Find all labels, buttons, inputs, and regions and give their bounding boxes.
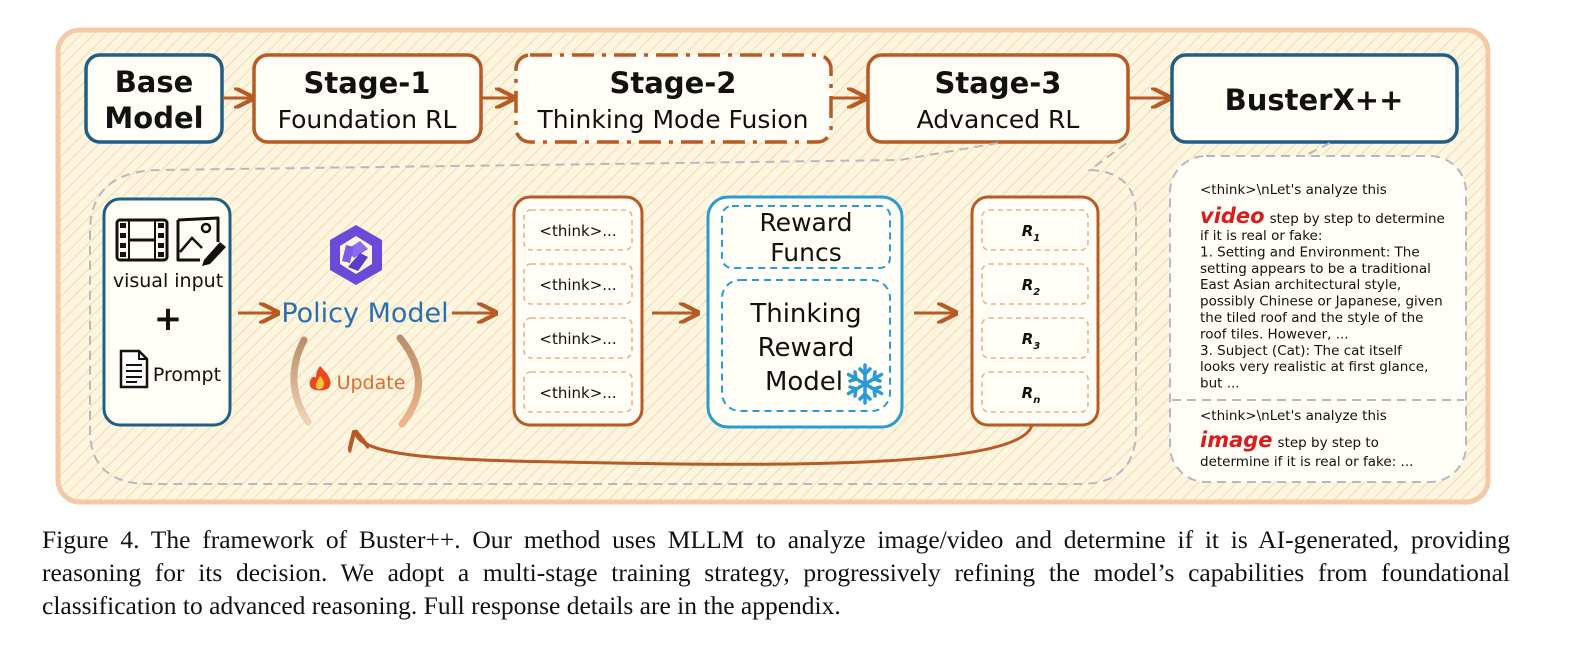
video-response-lead: video step by step to determine	[1200, 204, 1445, 228]
rollout-text: <think>...	[539, 330, 616, 348]
reward-score-label: R3	[1022, 330, 1041, 352]
reward-score-label: Rn	[1022, 384, 1041, 406]
rollouts-box	[512, 195, 644, 427]
image-response-lines: determine if it is real or fake: ...	[1200, 454, 1413, 470]
response-line: 3. Subject (Cat): The cat itself	[1200, 343, 1403, 359]
plus-sign: +	[154, 299, 183, 339]
response-line: roof tiles. However, ...	[1200, 326, 1349, 342]
thinking-reward-label-3: Model	[765, 367, 843, 397]
image-response-prefix: <think>\nLet's analyze this	[1200, 408, 1387, 424]
qwen-logo-icon	[330, 225, 382, 285]
update-arc-right	[396, 334, 422, 428]
rollout-item	[523, 317, 633, 359]
rollout-text: <think>...	[539, 384, 616, 402]
stage3-detail-region	[89, 141, 1137, 485]
response-line: setting appears to be a traditional	[1200, 261, 1431, 277]
reward-symbol: R	[1022, 384, 1034, 402]
reward-score-label: R1	[1022, 222, 1041, 244]
stage2-title: Stage-2	[610, 66, 737, 100]
video-response-lines: if it is real or fake:1. Setting and Env…	[1200, 228, 1443, 392]
reward-symbol: R	[1022, 222, 1034, 240]
rollout-list: <think>... <think>... <think>... <think>...	[523, 209, 633, 413]
rollout-item	[523, 263, 633, 305]
reward-symbol: R	[1022, 330, 1034, 348]
video-lead-rest: step by step to determine	[1270, 211, 1445, 227]
fire-icon	[309, 366, 331, 391]
reward-score-item	[981, 371, 1089, 413]
response-line: but ...	[1200, 376, 1240, 392]
snowflake-icon	[846, 363, 884, 405]
policy-model-label: Policy Model	[281, 298, 448, 329]
film-icon	[115, 218, 169, 262]
reward-scores-box	[970, 195, 1100, 427]
response-line: East Asian architectural style,	[1200, 277, 1401, 293]
update-label: Update	[337, 372, 406, 394]
stage3-subtitle: Advanced RL	[917, 105, 1080, 134]
image-lead-rest: step by step to	[1278, 435, 1379, 451]
base-model-box	[84, 53, 224, 144]
stage2-subtitle: Thinking Mode Fusion	[536, 105, 808, 134]
reward-score-label: R2	[1022, 276, 1041, 298]
rollout-text: <think>...	[539, 276, 616, 294]
figure-caption: Figure 4. The framework of Buster++. Our…	[42, 525, 1510, 620]
image-edit-icon	[176, 216, 226, 266]
rollout-item	[523, 209, 633, 251]
reward-score-item	[981, 263, 1089, 305]
reward-symbol: R	[1022, 276, 1034, 294]
response-panel	[1169, 155, 1467, 483]
image-keyword: image	[1200, 428, 1273, 452]
visual-input-label: visual input	[113, 270, 223, 292]
busterx-box	[1170, 53, 1459, 144]
stage2-box	[514, 53, 833, 144]
response-line: looks very realistic at first glance,	[1200, 359, 1428, 375]
stage1-title: Stage-1	[304, 66, 431, 100]
response-connector	[1299, 142, 1331, 159]
busterx-label: BusterX++	[1225, 83, 1404, 117]
base-model-label-1: Base	[115, 65, 194, 99]
document-icon	[119, 349, 149, 389]
thinking-reward-label-2: Reward	[758, 333, 855, 363]
reward-funcs-label-1: Reward	[759, 208, 852, 237]
update-arc-left	[290, 336, 312, 426]
stage3-title: Stage-3	[935, 66, 1062, 100]
base-model-label-2: Model	[104, 101, 203, 135]
image-response-lead: image step by step to	[1200, 428, 1379, 452]
reward-funcs-label-2: Funcs	[770, 238, 841, 267]
thinking-reward-label-1: Thinking	[749, 299, 861, 329]
reward-score-item	[981, 317, 1089, 359]
reward-score-item	[981, 209, 1089, 251]
reward-subscript: 3	[1033, 341, 1040, 352]
video-keyword: video	[1200, 204, 1265, 228]
response-line: the tiled roof and the style of the	[1200, 310, 1423, 326]
feedback-arrow	[355, 424, 1034, 466]
response-line: possibly Chinese or Japanese, given	[1200, 294, 1443, 310]
rollout-item	[523, 371, 633, 413]
stage1-subtitle: Foundation RL	[278, 105, 457, 134]
reward-subscript: n	[1033, 395, 1040, 406]
response-line: if it is real or fake:	[1200, 228, 1322, 244]
stage3-box	[866, 53, 1130, 144]
prompt-label: Prompt	[153, 364, 221, 386]
stage1-box	[252, 53, 483, 144]
reward-subscript: 2	[1033, 287, 1040, 298]
response-line: determine if it is real or fake: ...	[1200, 454, 1413, 470]
rollout-text: <think>...	[539, 222, 616, 240]
reward-funcs-box	[721, 205, 891, 269]
reward-box	[706, 195, 904, 429]
video-response-prefix: <think>\nLet's analyze this	[1200, 182, 1387, 198]
reward-subscript: 1	[1033, 233, 1040, 244]
response-line: 1. Setting and Environment: The	[1200, 244, 1420, 260]
thinking-reward-model-box	[721, 279, 891, 412]
